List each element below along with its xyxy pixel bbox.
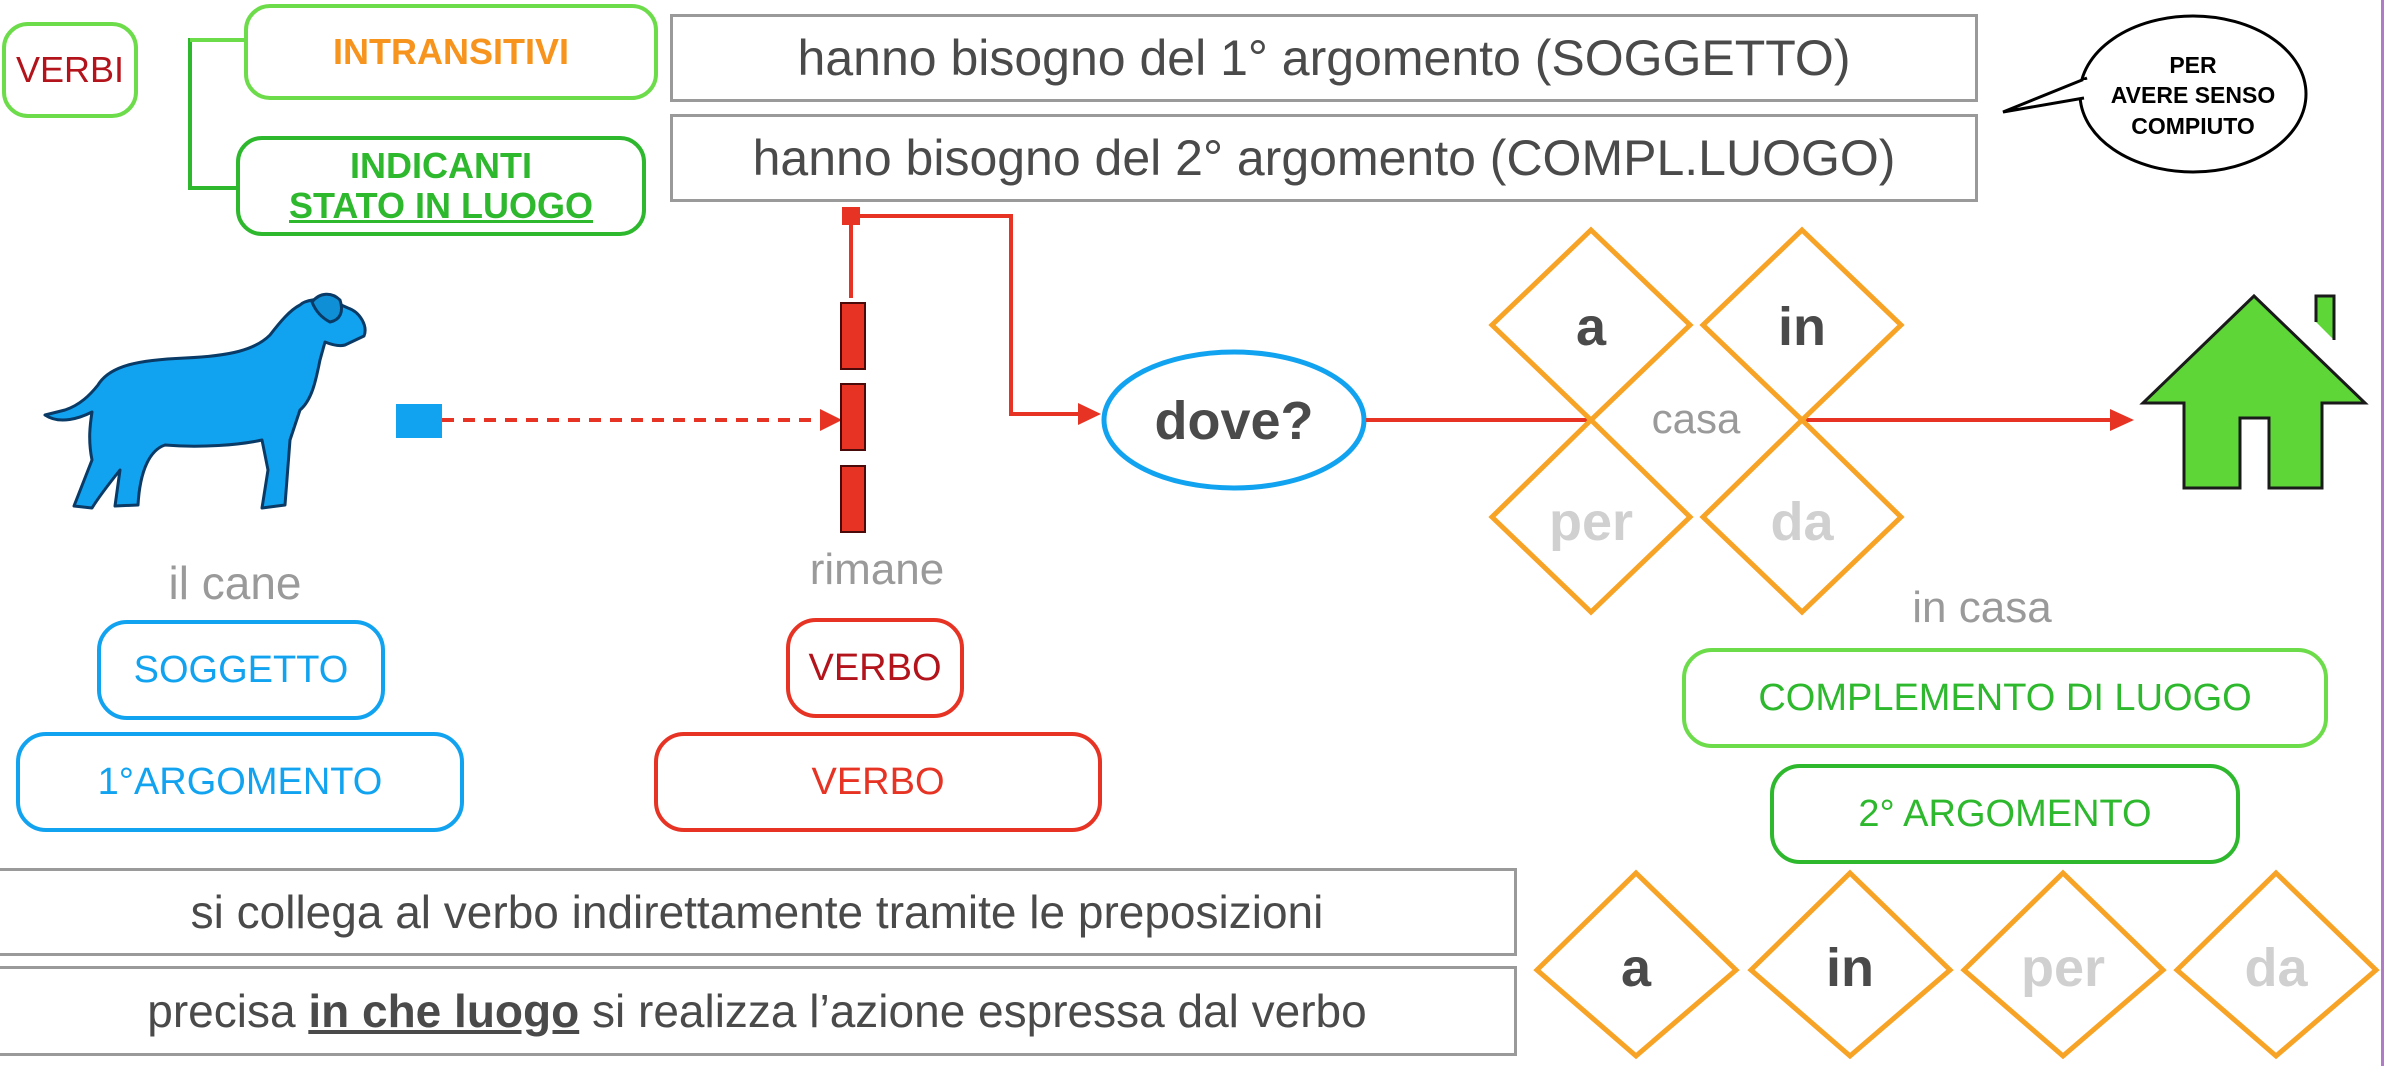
cluster-preposition-per: per — [1548, 492, 1634, 552]
indicanti-stato-in-luogo-label: INDICANTI STATO IN LUOGO — [236, 136, 646, 236]
complement-role-badge: COMPLEMENTO DI LUOGO — [1682, 648, 2328, 748]
row1-description: hanno bisogno del 1° argomento (SOGGETTO… — [670, 14, 1978, 102]
row2-connector-square — [842, 207, 860, 225]
preposition-diamond-cluster — [1488, 226, 1905, 616]
right-edge-line — [2381, 0, 2384, 1066]
cluster-preposition-in: in — [1778, 297, 1826, 357]
verb-word: rimane — [809, 545, 945, 594]
subject-role-badge: SOGGETTO — [97, 620, 385, 720]
footer-line-2-after: si realizza l’azione espressa dal verbo — [579, 985, 1367, 1037]
row-preposition-da: da — [2244, 938, 2308, 998]
dog-icon — [43, 292, 367, 510]
verb-role-badge: VERBO — [786, 618, 964, 718]
footer-line-2-before: precisa — [147, 985, 309, 1037]
preposition-diamond-row — [1533, 869, 2380, 1060]
footer-line-2-emphasis: in che luogo — [308, 985, 580, 1037]
row2-description: hanno bisogno del 2° argomento (COMPL.LU… — [670, 114, 1978, 202]
verb-argument-badge: VERBO — [654, 732, 1102, 832]
dotted-arrow-head — [820, 409, 842, 431]
subject-connector-square — [396, 404, 442, 438]
question-connector-line — [860, 214, 1080, 416]
cluster-center-word: casa — [1636, 395, 1756, 443]
house-icon — [2139, 293, 2369, 490]
subject-argument-badge: 1°ARGOMENTO — [16, 732, 464, 832]
verbi-bracket — [188, 38, 240, 190]
intransitivi-label: INTRANSITIVI — [244, 4, 658, 100]
cluster-preposition-a: a — [1575, 297, 1607, 357]
speech-bubble-text: PER AVERE SENSO COMPIUTO — [2110, 52, 2276, 139]
row-preposition-per: per — [2020, 938, 2106, 998]
row-preposition-in: in — [1826, 938, 1874, 998]
footer-line-2: precisa in che luogo si realizza l’azion… — [0, 966, 1517, 1056]
footer-line-1: si collega al verbo indirettamente trami… — [0, 868, 1517, 956]
verbi-label: VERBI — [2, 22, 138, 118]
question-ellipse — [1101, 349, 1367, 491]
verb-bars — [840, 302, 866, 533]
subject-word: il cane — [168, 557, 302, 609]
complement-word: in casa — [1912, 583, 2052, 632]
question-label: dove? — [1154, 391, 1314, 451]
speech-bubble — [2002, 14, 2308, 174]
cluster-preposition-da: da — [1770, 492, 1834, 552]
complement-argument-badge: 2° ARGOMENTO — [1770, 764, 2240, 864]
row-preposition-a: a — [1620, 938, 1652, 998]
